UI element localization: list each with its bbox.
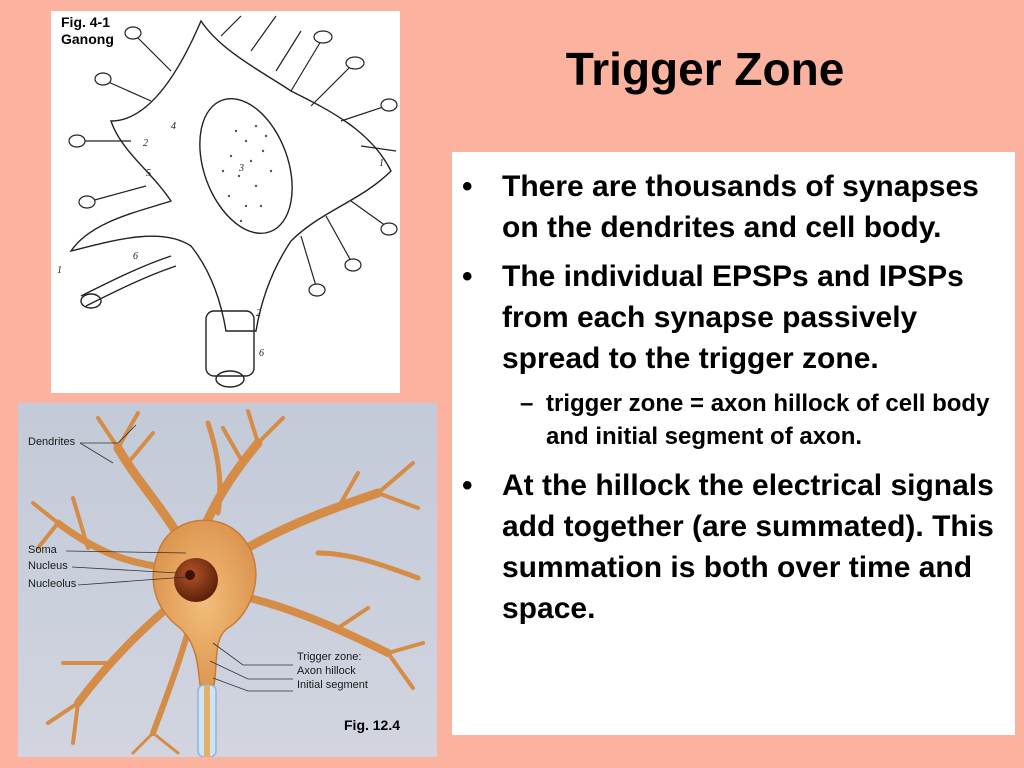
fig1-label: 6 bbox=[133, 251, 138, 262]
bullet-text: There are thousands of synapses on the d… bbox=[502, 170, 979, 244]
bullet-item: • At the hillock the electrical signals … bbox=[462, 465, 997, 629]
figure-neuron-illustration: Dendrites Soma Nucleus Nucleolus Trigger… bbox=[18, 403, 437, 757]
nucleolus-shape bbox=[185, 570, 195, 580]
label-axon-hillock: Axon hillock bbox=[297, 665, 356, 677]
fig1-label: 5 bbox=[146, 168, 151, 179]
bullet-text-box: • There are thousands of synapses on the… bbox=[452, 152, 1015, 735]
neuron-line-drawing: 1 2 3 4 5 6 1 6 2 bbox=[57, 15, 398, 388]
fig2-caption: Fig. 12.4 bbox=[344, 717, 401, 733]
label-nucleolus: Nucleolus bbox=[28, 578, 77, 590]
label-dendrites: Dendrites bbox=[28, 436, 76, 448]
fig1-label: 2 bbox=[256, 308, 261, 319]
label-nucleus: Nucleus bbox=[28, 560, 68, 572]
fig1-label: 1 bbox=[379, 158, 384, 169]
fig1-label: 2 bbox=[143, 138, 148, 149]
nucleus-shape bbox=[174, 558, 218, 602]
fig1-label: 1 bbox=[57, 265, 62, 276]
bullet-symbol: • bbox=[462, 469, 473, 502]
soma-shape bbox=[152, 519, 257, 686]
label-trigger-zone: Trigger zone: bbox=[297, 651, 362, 663]
fig1-caption: Fig. 4-1 Ganong bbox=[61, 14, 114, 47]
label-soma: Soma bbox=[28, 544, 57, 556]
bullet-text: At the hillock the electrical signals ad… bbox=[502, 469, 994, 625]
bullet-symbol: • bbox=[462, 170, 473, 203]
axon-core bbox=[204, 685, 210, 757]
sub-bullet-item: – trigger zone = axon hillock of cell bo… bbox=[462, 387, 997, 453]
fig1-label: 4 bbox=[171, 121, 176, 132]
neuron-color-illustration bbox=[31, 409, 425, 757]
slide-title: Trigger Zone bbox=[565, 43, 845, 95]
sub-bullet-text: trigger zone = axon hillock of cell body… bbox=[546, 390, 990, 450]
sub-bullet-symbol: – bbox=[520, 390, 534, 417]
figure-ganong-neuron-drawing: 1 2 3 4 5 6 1 6 2 Fig. 4-1 Ganong bbox=[51, 11, 400, 393]
fig1-label: 6 bbox=[259, 348, 264, 359]
bullet-item: • There are thousands of synapses on the… bbox=[462, 166, 997, 248]
label-initial-segment: Initial segment bbox=[297, 679, 368, 691]
bullet-text: The individual EPSPs and IPSPs from each… bbox=[502, 260, 964, 375]
bullet-item: • The individual EPSPs and IPSPs from ea… bbox=[462, 256, 997, 379]
fig1-label: 3 bbox=[238, 163, 244, 174]
bullet-symbol: • bbox=[462, 260, 473, 293]
